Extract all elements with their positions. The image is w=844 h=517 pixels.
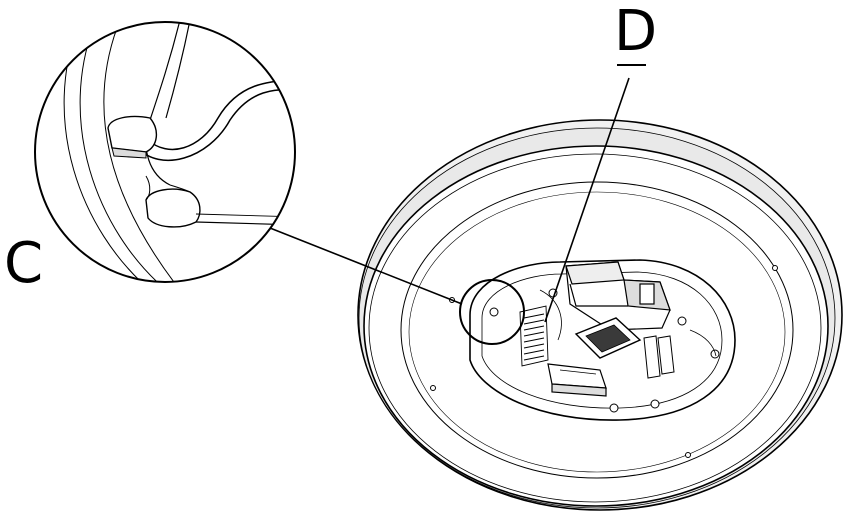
microchip: [574, 317, 642, 359]
side-components: [643, 335, 675, 379]
callout-d-leader-line: [544, 77, 630, 323]
connector-block: [547, 363, 607, 397]
callout-label-c: C: [4, 231, 44, 296]
plate-wire: [539, 289, 562, 341]
outer-ring-screws: [430, 265, 778, 458]
detail-c-marker: [459, 279, 525, 345]
magnified-detail-c: [34, 21, 296, 283]
terminal-strip: [519, 305, 549, 367]
driver-box: [565, 261, 671, 331]
callout-label-d: D: [614, 0, 658, 64]
detail-c-leader-line: [269, 227, 463, 305]
plate-wire-right: [689, 329, 717, 357]
plate-screws: [489, 288, 720, 413]
